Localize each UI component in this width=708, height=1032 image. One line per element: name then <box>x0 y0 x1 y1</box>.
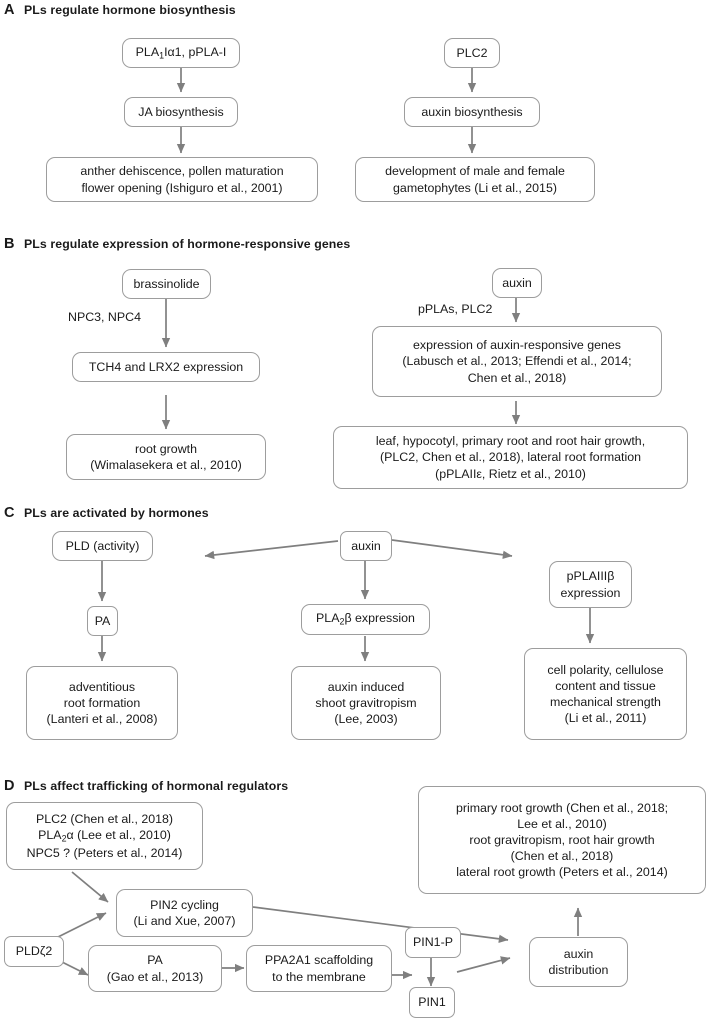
arrow-d1-pin2 <box>71 871 109 903</box>
node-d9-line2: Lee et al., 2010) <box>517 816 607 831</box>
panel-c-title: PLs are activated by hormones <box>24 506 209 520</box>
node-leaf-hypocotyl-growth: leaf, hypocotyl, primary root and root h… <box>333 426 688 489</box>
arrow-pin-auxindist <box>456 956 511 973</box>
node-pa-d-line1: PA <box>147 953 163 968</box>
node-root-growth-outcomes: primary root growth (Chen et al., 2018; … <box>418 786 706 894</box>
node-pplaiiib-line2: expression <box>560 585 621 600</box>
node-pld-activity: PLD (activity) <box>52 531 153 561</box>
arrow-auxin-pld <box>204 540 339 560</box>
node-adventitious-line3: (Lanteri et al., 2008) <box>46 712 158 727</box>
node-auxin-c-text: auxin <box>351 538 381 553</box>
node-ja-biosynthesis: JA biosynthesis <box>124 97 238 127</box>
node-pla1ia1: PLA1Iα1, pPLA-I <box>122 38 240 68</box>
panel-a-letter: A <box>4 2 15 18</box>
node-d9-line4: (Chen et al., 2018) <box>510 849 614 864</box>
node-cell-polarity-line4: (Li et al., 2011) <box>564 711 647 726</box>
panel-c-letter: C <box>4 505 15 521</box>
node-adventitious-line2: root formation <box>63 695 141 710</box>
node-pldzeta2: PLDζ2 <box>4 936 64 967</box>
node-pa-d-line2: (Gao et al., 2013) <box>106 969 204 984</box>
node-arg-line2: (Labusch et al., 2013; Effendi et al., 2… <box>402 354 632 369</box>
node-ja-biosynthesis-text: JA biosynthesis <box>138 104 224 119</box>
node-auxin-b: auxin <box>492 268 542 298</box>
node-auxin-responsive-genes: expression of auxin-responsive genes (La… <box>372 326 662 397</box>
node-pa-c: PA <box>87 606 118 636</box>
node-pldzeta2-text: PLDζ2 <box>15 944 53 959</box>
node-gametophyte-dev: development of male and female gametophy… <box>355 157 595 202</box>
node-cell-polarity: cell polarity, cellulose content and tis… <box>524 648 687 740</box>
node-anther-dehiscence: anther dehiscence, pollen maturation flo… <box>46 157 318 202</box>
node-pin2-line1: PIN2 cycling <box>150 897 219 912</box>
node-ppa2a1-line1: PPA2A1 scaffolding <box>264 953 374 968</box>
node-d9-line3: root gravitropism, root hair growth <box>469 832 655 847</box>
node-tch4-lrx2: TCH4 and LRX2 expression <box>72 352 260 382</box>
node-shoot-gravitropism: auxin induced shoot gravitropism (Lee, 2… <box>291 666 441 740</box>
node-tch4-lrx2-text: TCH4 and LRX2 expression <box>88 359 244 374</box>
node-adventitious-root: adventitious root formation (Lanteri et … <box>26 666 178 740</box>
node-gametophyte-line1: development of male and female <box>385 164 565 179</box>
label-npc3-npc4: NPC3, NPC4 <box>68 310 141 324</box>
node-pla2b-expression-text: PLA2β expression <box>316 611 415 627</box>
node-auxin-dist-line2: distribution <box>548 963 609 977</box>
arrow-auxin-ppla3b <box>391 539 513 559</box>
node-d9-line5: lateral root growth (Peters et al., 2014… <box>456 865 668 880</box>
node-leaf-line1: leaf, hypocotyl, primary root and root h… <box>375 434 646 449</box>
node-plc2-a-text: PLC2 <box>456 45 488 60</box>
node-auxin-distribution: auxin distribution <box>529 937 628 987</box>
panel-d-title: PLs affect trafficking of hormonal regul… <box>24 779 289 793</box>
arrow-pldz2-pin2 <box>55 912 107 939</box>
node-pplaiiib-line1: pPLAIIIβ <box>566 569 615 584</box>
node-shoot-line1: auxin induced <box>327 679 405 694</box>
node-cell-polarity-line2: content and tissue <box>555 678 656 693</box>
node-leaf-line2: (PLC2, Chen et al., 2018), lateral root … <box>379 450 642 465</box>
node-auxin-biosynthesis: auxin biosynthesis <box>404 97 540 127</box>
panel-b-title: PLs regulate expression of hormone-respo… <box>24 237 351 251</box>
node-pa-c-text: PA <box>94 613 111 628</box>
node-pin1p: PIN1-P <box>405 927 461 958</box>
node-auxin-b-text: auxin <box>502 275 532 290</box>
node-gametophyte-line2: gametophytes (Li et al., 2015) <box>393 180 557 195</box>
node-pla1ia1-text: PLA1Iα1, pPLA-I <box>135 44 227 61</box>
node-pla2b-expression: PLA2β expression <box>301 604 430 635</box>
node-shoot-line2: shoot gravitropism <box>315 695 417 710</box>
node-arg-line1: expression of auxin-responsive genes <box>412 338 621 353</box>
node-d9-line1: primary root growth (Chen et al., 2018; <box>455 800 669 815</box>
node-root-growth-b: root growth (Wimalasekera et al., 2010) <box>66 434 266 480</box>
node-auxin-dist-line1: auxin <box>563 946 594 961</box>
node-adventitious-line1: adventitious <box>68 679 136 694</box>
node-root-growth-line1: root growth <box>135 441 197 456</box>
node-leaf-line3: (pPLAIIε, Rietz et al., 2010) <box>435 466 586 481</box>
node-plc2-pla2a-npc5: PLC2 (Chen et al., 2018) PLA2α (Lee et a… <box>6 802 203 870</box>
node-shoot-line3: (Lee, 2003) <box>334 712 398 727</box>
node-ppa2a1-scaffolding: PPA2A1 scaffolding to the membrane <box>246 945 392 992</box>
arrow-pin2-auxindist <box>252 906 509 944</box>
node-cell-polarity-line3: mechanical strength <box>550 695 661 709</box>
node-anther-line1: anther dehiscence, pollen maturation <box>80 164 284 179</box>
node-d1-line1: PLC2 (Chen et al., 2018) <box>35 811 174 826</box>
node-anther-line2: flower opening (Ishiguro et al., 2001) <box>81 180 283 195</box>
node-pplaiiib-expression: pPLAIIIβ expression <box>549 561 632 608</box>
label-pplas-plc2: pPLAs, PLC2 <box>418 302 493 316</box>
node-pin2-line2: (Li and Xue, 2007) <box>133 914 236 928</box>
node-d1-line2: PLA2α (Lee et al., 2010) <box>38 827 171 844</box>
node-ppa2a1-line2: to the membrane <box>272 969 366 984</box>
node-pin2-cycling: PIN2 cycling (Li and Xue, 2007) <box>116 889 253 937</box>
panel-d-letter: D <box>4 778 15 794</box>
node-pin1-text: PIN1 <box>418 995 446 1010</box>
panel-a-title: PLs regulate hormone biosynthesis <box>24 3 236 17</box>
panel-b-letter: B <box>4 236 15 252</box>
node-plc2-a: PLC2 <box>444 38 500 68</box>
node-pin1p-text: PIN1-P <box>413 935 453 950</box>
node-brassinolide: brassinolide <box>122 269 211 299</box>
node-d1-line3: NPC5 ? (Peters et al., 2014) <box>26 846 183 861</box>
node-auxin-biosynthesis-text: auxin biosynthesis <box>421 104 523 119</box>
node-pa-d: PA (Gao et al., 2013) <box>88 945 222 992</box>
node-root-growth-line2: (Wimalasekera et al., 2010) <box>90 458 242 472</box>
node-pin1: PIN1 <box>409 987 455 1018</box>
node-cell-polarity-line1: cell polarity, cellulose <box>547 662 664 677</box>
node-brassinolide-text: brassinolide <box>133 276 200 291</box>
node-pld-activity-text: PLD (activity) <box>65 538 140 553</box>
node-arg-line3: Chen et al., 2018) <box>467 370 567 385</box>
node-auxin-c: auxin <box>340 531 392 561</box>
